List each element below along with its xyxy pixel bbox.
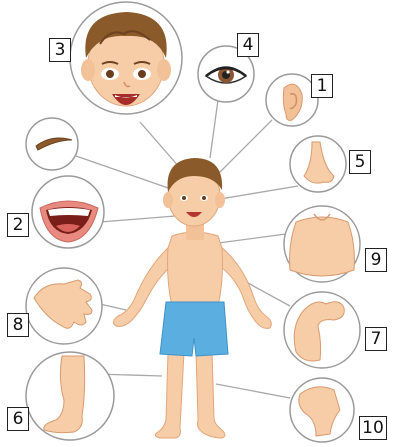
label-mouth: 2 xyxy=(7,213,29,237)
leader-line-head xyxy=(140,122,180,168)
label-arm: 7 xyxy=(365,327,387,351)
leader-line-eye xyxy=(210,100,218,158)
leader-line-ear xyxy=(212,120,272,180)
label-chest: 9 xyxy=(365,248,387,272)
label-leg: 6 xyxy=(7,407,29,431)
label-ear: 1 xyxy=(311,74,333,98)
boy-figure xyxy=(113,158,271,438)
label-head: 3 xyxy=(49,38,71,62)
shorts xyxy=(160,302,228,356)
leader-line-knee xyxy=(216,384,290,398)
label-knee: 10 xyxy=(359,416,387,440)
label-eye: 4 xyxy=(237,33,259,57)
right-leg xyxy=(196,352,225,438)
left-ear-small xyxy=(163,192,173,208)
leader-line-hand xyxy=(100,304,126,310)
label-hand: 8 xyxy=(7,313,29,337)
chest-detail xyxy=(290,214,355,276)
right-ear-small xyxy=(215,192,225,208)
label-nose: 5 xyxy=(349,150,371,174)
left-leg xyxy=(155,352,184,438)
torso xyxy=(168,232,223,306)
